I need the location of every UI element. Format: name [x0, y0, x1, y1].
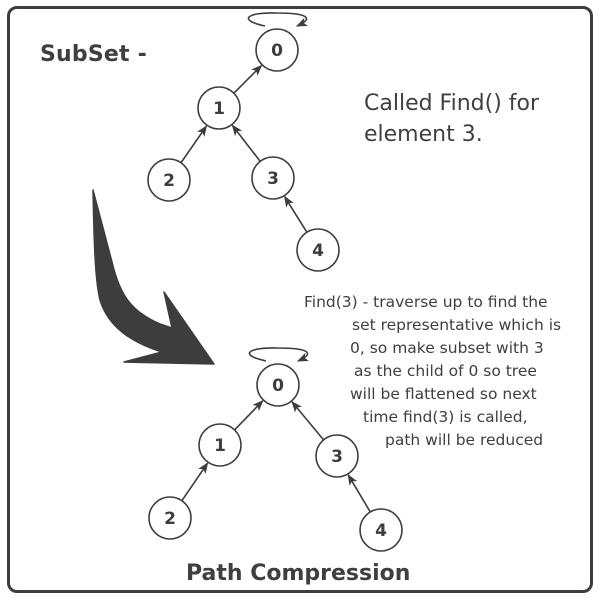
- edge-4-to-3: [347, 473, 371, 513]
- node-circle: [255, 28, 299, 72]
- edge-3-to-1: [231, 124, 261, 162]
- tree-node-2: 2: [147, 158, 191, 202]
- node-circle: [296, 228, 340, 272]
- tree-node-1: 1: [197, 86, 241, 130]
- node-label: 2: [164, 509, 176, 529]
- edge-1-to-0: [234, 400, 264, 431]
- edge-1-to-0: [233, 64, 263, 94]
- node-label: 0: [272, 376, 284, 396]
- node-label: 4: [312, 241, 324, 261]
- explanation-line: path will be reduced: [385, 431, 544, 449]
- tree-before: 0 1 2 3 4: [147, 12, 340, 272]
- find-call-note-line: element 3.: [364, 122, 483, 147]
- find-call-note-line: Called Find() for: [364, 91, 540, 116]
- edge-4-to-3: [283, 195, 308, 233]
- explanation-line: Find(3) - traverse up to find the: [304, 293, 548, 311]
- subset-title: SubSet -: [40, 42, 147, 67]
- node-label: 3: [331, 447, 343, 467]
- transition-arrow-icon: [92, 189, 215, 365]
- node-label: 0: [271, 41, 283, 61]
- tree-node-0: 0: [255, 28, 299, 72]
- explanation-line: as the child of 0 so tree: [354, 362, 537, 380]
- tree-node-1: 1: [198, 423, 242, 467]
- node-circle: [251, 156, 295, 200]
- find-call-note: Called Find() for element 3.: [364, 88, 539, 150]
- node-label: 3: [267, 169, 279, 189]
- edge-2-to-1: [180, 125, 208, 164]
- node-circle: [148, 496, 192, 540]
- tree-node-3: 3: [315, 434, 359, 478]
- path-compression-explanation: Find(3) - traverse up to find the set re…: [296, 291, 592, 452]
- node-circle: [198, 423, 242, 467]
- tree-node-3: 3: [251, 156, 295, 200]
- node-label: 4: [375, 521, 387, 541]
- tree-node-4: 4: [359, 508, 403, 552]
- explanation-line: 0, so make subset with 3: [350, 339, 544, 357]
- self-loop-icon: [248, 347, 310, 362]
- tree-node-2: 2: [148, 496, 192, 540]
- node-circle: [256, 363, 300, 407]
- node-label: 1: [214, 436, 226, 456]
- explanation-line: set representative which is: [352, 316, 562, 334]
- node-circle: [315, 434, 359, 478]
- node-circle: [359, 508, 403, 552]
- self-loop-icon: [247, 12, 309, 27]
- edge-3-to-0: [291, 401, 325, 441]
- node-circle: [197, 86, 241, 130]
- edge-2-to-1: [181, 462, 209, 502]
- tree-node-0: 0: [256, 363, 300, 407]
- explanation-line: time find(3) is called,: [363, 408, 528, 426]
- node-label: 1: [213, 99, 225, 119]
- tree-after: 0 1 2 3 4: [148, 347, 403, 552]
- path-compression-title: Path Compression: [186, 561, 411, 586]
- node-label: 2: [163, 171, 175, 191]
- node-circle: [147, 158, 191, 202]
- tree-node-4: 4: [296, 228, 340, 272]
- explanation-line: will be flattened so next: [350, 385, 537, 403]
